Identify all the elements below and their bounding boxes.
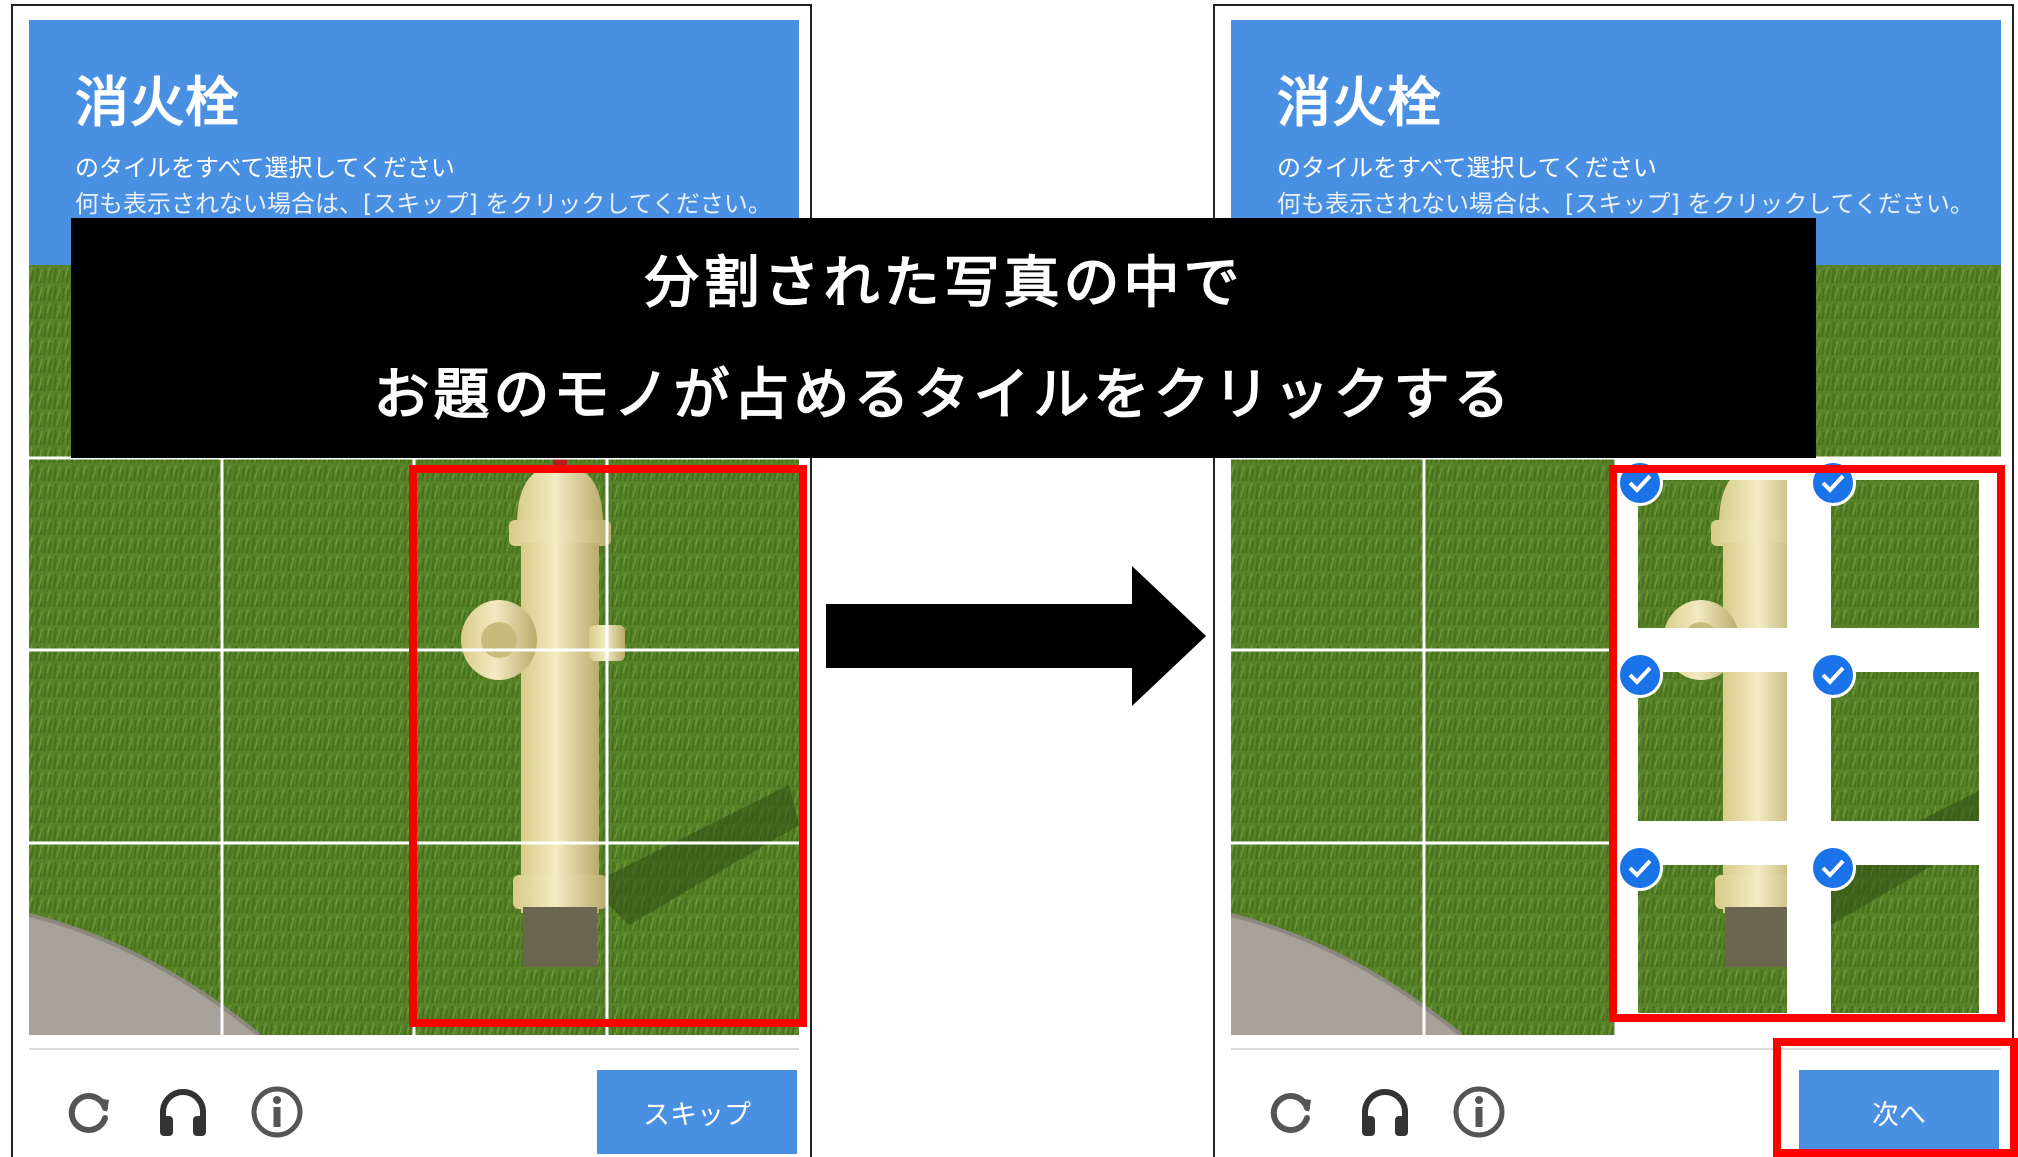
- reload-icon[interactable]: [61, 1084, 117, 1140]
- info-icon[interactable]: [1451, 1084, 1507, 1140]
- audio-headphones-icon[interactable]: [155, 1084, 211, 1140]
- grid-tile[interactable]: [29, 458, 222, 650]
- challenge-instruction: のタイルをすべて選択してください: [75, 154, 455, 182]
- challenge-hint: 何も表示されない場合は、[スキップ] をクリックしてください。: [1277, 190, 1974, 218]
- audio-headphones-icon[interactable]: [1357, 1084, 1413, 1140]
- captcha-footer: スキップ: [29, 1048, 799, 1157]
- challenge-header: 消火栓 のタイルをすべて選択してください 何も表示されない場合は、[スキップ] …: [29, 20, 799, 265]
- checkmark-icon: [1810, 845, 1856, 891]
- grid-tile[interactable]: [29, 843, 222, 1035]
- checkmark-icon: [1617, 845, 1663, 891]
- challenge-instruction: のタイルをすべて選択してください: [1277, 154, 1657, 182]
- image-grid: [1231, 265, 2001, 1035]
- next-button[interactable]: 次へ: [1799, 1070, 1999, 1154]
- skip-button[interactable]: スキップ: [597, 1070, 797, 1154]
- challenge-hint: 何も表示されない場合は、[スキップ] をクリックしてください。: [75, 190, 772, 218]
- highlight-next-button: [1773, 1038, 2018, 1157]
- explanation-caption: 分割された写真の中で お題のモノが占めるタイルをクリックする: [71, 218, 1816, 458]
- highlight-selected-tiles: [1609, 465, 2005, 1022]
- grid-tile[interactable]: [29, 650, 222, 843]
- grid-tile[interactable]: [222, 458, 414, 650]
- reload-icon[interactable]: [1263, 1084, 1319, 1140]
- grid-tile[interactable]: [222, 843, 414, 1035]
- grid-tile[interactable]: [222, 650, 414, 843]
- right-arrow-icon: [826, 566, 1206, 706]
- checkmark-icon: [1810, 652, 1856, 698]
- checkmark-icon: [1617, 652, 1663, 698]
- info-icon[interactable]: [249, 1084, 305, 1140]
- caption-line-2: お題のモノが占めるタイルをクリックする: [373, 363, 1514, 428]
- challenge-title: 消火栓: [1277, 71, 1442, 134]
- challenge-title: 消火栓: [75, 71, 240, 134]
- caption-line-1: 分割された写真の中で: [643, 251, 1244, 316]
- highlight-target-tiles: [409, 465, 807, 1027]
- captcha-footer: 次へ: [1231, 1048, 2001, 1157]
